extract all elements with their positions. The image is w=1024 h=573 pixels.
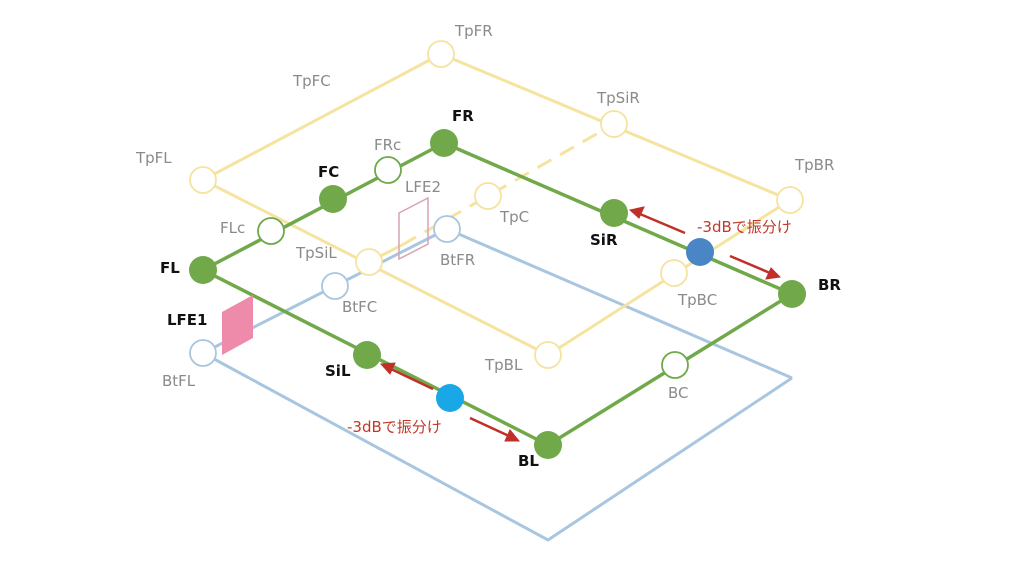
speaker-flc <box>257 217 285 245</box>
label-bl: BL <box>518 452 539 470</box>
split-point-right <box>686 238 714 266</box>
label-tpfl: TpFL <box>135 149 172 167</box>
speaker-tpsil <box>355 248 383 276</box>
note-split-right: -3dBで振分け <box>697 218 792 236</box>
label-br: BR <box>818 276 841 294</box>
bottom-speakers <box>189 215 461 367</box>
speaker-btfl <box>189 339 217 367</box>
speaker-fc <box>319 185 347 213</box>
label-frc: FRc <box>374 136 401 154</box>
lfe1-marker <box>222 295 253 355</box>
speaker-tpfl <box>189 166 217 194</box>
arrow-left-upper-head <box>379 362 396 375</box>
label-btfc: BtFC <box>342 298 377 316</box>
label-flc: FLc <box>220 219 245 237</box>
speaker-tpbl <box>534 341 562 369</box>
label-tpfr: TpFR <box>454 22 493 40</box>
label-fr: FR <box>452 107 474 125</box>
arrow-left-lower-line <box>469 416 510 438</box>
bottom-layer <box>202 227 793 542</box>
middle-filled-speakers <box>189 129 806 459</box>
speaker-tpsir <box>600 110 628 138</box>
speaker-frc <box>374 156 402 184</box>
speaker-tpfr <box>427 40 455 68</box>
top-speakers <box>189 40 804 369</box>
label-tpsil: TpSiL <box>295 244 337 262</box>
middle-hollow-speakers <box>257 156 689 379</box>
label-lfe1: LFE1 <box>167 311 208 329</box>
arrow-right-lower-line <box>729 254 771 275</box>
split-point-left <box>436 384 464 412</box>
arrow-left-upper-line <box>390 367 434 391</box>
label-fl: FL <box>160 259 180 277</box>
speaker-tpbc <box>660 259 688 287</box>
speaker-btfr <box>433 215 461 243</box>
arrow-right-upper-head <box>628 206 645 219</box>
speaker-fl <box>189 256 217 284</box>
label-tpc: TpC <box>499 208 529 226</box>
speaker-tpbr <box>776 186 804 214</box>
arrow-right-lower-head <box>765 267 782 280</box>
label-tpbl: TpBL <box>484 356 523 374</box>
label-lfe2: LFE2 <box>405 178 441 196</box>
label-sil: SiL <box>325 362 351 380</box>
label-fc: FC <box>318 163 339 181</box>
speaker-tpc <box>474 182 502 210</box>
label-btfr: BtFR <box>440 251 475 269</box>
top-layer-edge-front-left <box>202 52 442 182</box>
arrow-right-upper-line <box>639 212 686 235</box>
speaker-sil <box>353 341 381 369</box>
label-sir: SiR <box>590 231 618 249</box>
label-tpbc: TpBC <box>677 291 717 309</box>
label-btfl: BtFL <box>162 372 196 390</box>
label-tpsir: TpSiR <box>596 89 640 107</box>
arrow-left-lower-head <box>504 429 521 442</box>
speaker-btfc <box>321 272 349 300</box>
speaker-br <box>778 280 806 308</box>
split-arrows <box>379 206 782 442</box>
speaker-fr <box>430 129 458 157</box>
speaker-bc <box>661 351 689 379</box>
speaker-bl <box>534 431 562 459</box>
label-tpbr: TpBR <box>794 156 834 174</box>
note-split-left: -3dBで振分け <box>347 418 442 436</box>
lfe2-marker <box>398 196 429 261</box>
speaker-sir <box>600 199 628 227</box>
bottom-layer-edge-right <box>446 227 793 380</box>
bottom-layer-outline <box>202 351 793 542</box>
label-tpfc: TpFC <box>292 72 331 90</box>
label-bc: BC <box>668 384 689 402</box>
